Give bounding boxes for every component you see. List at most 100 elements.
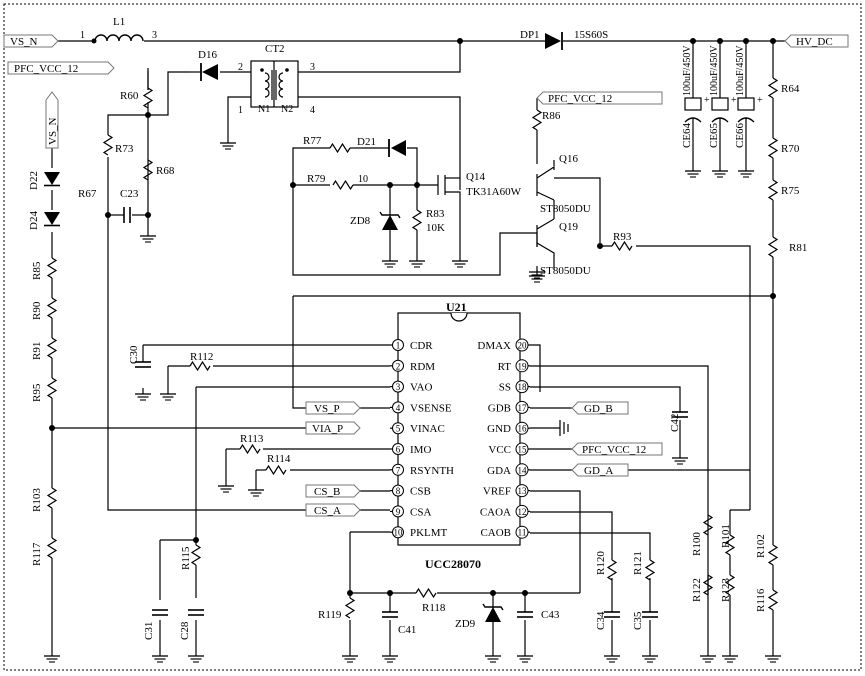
label-r68: R68 — [156, 165, 175, 177]
net-pfc-vcc-12-q16: PFC_VCC_12 — [548, 93, 612, 105]
label-r90: R90 — [31, 301, 43, 320]
net-vs-p: VS_P — [314, 403, 340, 415]
ic-pin-marker — [392, 380, 404, 393]
label-r77: R77 — [303, 135, 322, 147]
ic-pin-marker — [392, 484, 404, 497]
ic-pin-name: GDB — [488, 402, 511, 414]
label-r81: R81 — [789, 242, 807, 254]
ic-pin-name: VREF — [483, 486, 511, 498]
diode-dp1 — [545, 32, 563, 50]
label-r67: R67 — [78, 188, 97, 200]
label-q14: Q14 — [466, 171, 485, 183]
ic-pin-number: 20 — [518, 341, 528, 351]
label-r118: R118 — [422, 602, 446, 614]
l1-pin-1: 1 — [80, 30, 85, 41]
label-r64: R64 — [781, 83, 800, 95]
net-cs-b: CS_B — [314, 486, 340, 498]
l1-pin-3: 3 — [152, 30, 157, 41]
ic-pin-number: 8 — [396, 486, 401, 496]
ic-pin-number: 12 — [518, 507, 527, 517]
svg-text:+: + — [731, 95, 737, 106]
ic-pin-name: RSYNTH — [410, 465, 454, 477]
ic-pin-name: RDM — [410, 361, 435, 373]
ic-pin-number: 6 — [396, 445, 401, 455]
net-gd-b: GD_B — [584, 403, 613, 415]
label-ce65-value: 100uF/450V — [709, 45, 720, 96]
label-r119: R119 — [318, 609, 342, 621]
q14-gate-pin: 10 — [358, 174, 368, 185]
net-gd-a: GD_A — [584, 465, 613, 477]
label-q19: Q19 — [559, 221, 578, 233]
label-r123: R123 — [720, 578, 732, 602]
label-r85: R85 — [31, 261, 43, 280]
ic-pin-name: IMO — [410, 444, 431, 456]
ic-pin-number: 9 — [396, 507, 401, 517]
ic-pin-marker — [392, 422, 404, 435]
ic-pin-marker — [392, 443, 404, 455]
ic-pin-name: CSA — [410, 506, 431, 518]
label-r83: R83 — [426, 208, 445, 220]
label-r93: R93 — [613, 231, 632, 243]
ic-pin-marker — [515, 525, 529, 539]
ic-pin-marker — [515, 484, 529, 498]
ic-pin-marker — [515, 421, 529, 435]
ic-pin-marker — [392, 339, 404, 351]
label-c35: C35 — [632, 611, 644, 630]
label-r102: R102 — [755, 534, 767, 558]
label-c41: C41 — [398, 624, 416, 636]
ic-pin-name: VINAC — [410, 423, 445, 435]
ic-pin-marker — [515, 400, 529, 414]
label-r103: R103 — [31, 488, 43, 512]
svg-text:+: + — [704, 95, 710, 106]
ic-pin-number: 13 — [518, 486, 528, 496]
ic-pin-marker — [392, 463, 404, 476]
ic-pin-name: VCC — [488, 444, 511, 456]
label-r73: R73 — [115, 143, 134, 155]
label-r95: R95 — [31, 383, 43, 402]
label-ce66: CE66 — [734, 122, 746, 148]
wires — [51, 40, 785, 650]
label-r101: R101 — [720, 524, 732, 548]
label-n2: N2 — [281, 104, 293, 115]
label-r120: R120 — [595, 551, 607, 575]
label-tk31a60w: TK31A60W — [466, 186, 522, 198]
ic-pin-number: 10 — [394, 528, 404, 538]
ct2-pin-2: 2 — [238, 62, 243, 73]
zener-zd9 — [482, 603, 504, 622]
label-r114: R114 — [267, 453, 291, 465]
ic-pin-name: GDA — [487, 465, 511, 477]
label-r70: R70 — [781, 143, 800, 155]
ic-pin-number: 16 — [518, 424, 528, 434]
label-q16: Q16 — [559, 153, 578, 165]
ic-part: UCC28070 — [425, 557, 481, 571]
ct2-pin-4: 4 — [310, 105, 315, 116]
label-c28: C28 — [179, 621, 191, 640]
label-r115: R115 — [180, 546, 192, 570]
component-labels: L1 DP1 15S60S CT2 N1 N2 D16 D21 ZD8 ZD9 … — [28, 16, 807, 640]
label-st8050du-2: ST8050DU — [540, 265, 591, 277]
ic-pin-number: 4 — [396, 403, 401, 413]
junction-dots — [49, 38, 776, 596]
label-10k: 10K — [426, 222, 445, 234]
ic-pin-marker — [515, 338, 529, 352]
ic-pin-name: VAO — [410, 382, 432, 394]
ic-pin-name: VSENSE — [410, 402, 452, 414]
label-r79: R79 — [307, 173, 326, 185]
ic-pin-number: 19 — [518, 361, 528, 371]
ic-pin-name: PKLMT — [410, 527, 448, 539]
diode-d22 — [43, 171, 61, 187]
svg-text:+: + — [757, 95, 763, 106]
ic-pin-number: 17 — [518, 403, 528, 413]
ic-ref: U21 — [446, 300, 467, 314]
ic-pin-name: RT — [498, 361, 512, 373]
label-d16: D16 — [198, 49, 217, 61]
label-c43: C43 — [541, 609, 560, 621]
sheet-border — [3, 3, 862, 671]
ic-pin-name: CAOB — [480, 527, 511, 539]
net-vs-n-vertical: VS_N — [47, 117, 59, 145]
ic-pin-marker — [515, 504, 529, 518]
label-d22: D22 — [28, 171, 40, 190]
label-l1: L1 — [113, 16, 125, 28]
